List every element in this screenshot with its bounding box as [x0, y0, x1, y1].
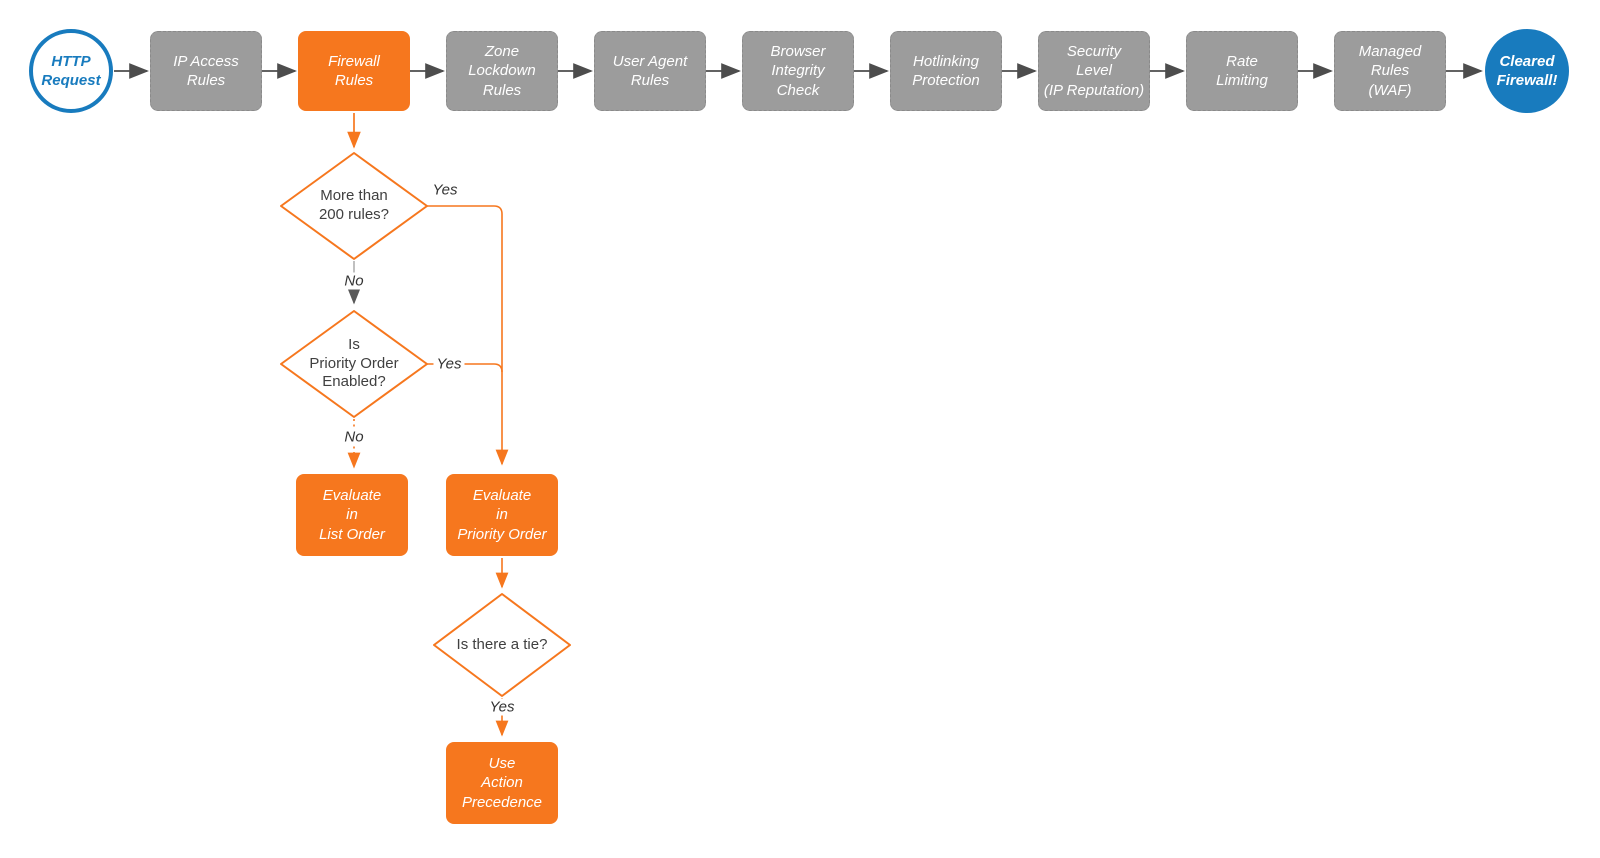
diamond-more-than-200-rules [280, 152, 428, 260]
diamond-priority-order-enabled [280, 310, 428, 418]
arrow-decision2-yes-join [427, 363, 503, 373]
end-node-cleared-firewall: Cleared Firewall! [1485, 29, 1569, 113]
start-node-http-request: HTTP Request [29, 29, 113, 113]
edge-label-yes-tie-decision: Yes [486, 698, 518, 716]
stage-security-level-ip-reputation: Security Level (IP Reputation) [1038, 31, 1150, 111]
edge-label-no-decision1: No [341, 272, 367, 290]
decision-is-there-a-tie-text: Is there a tie? [456, 635, 548, 653]
stage-managed-rules-waf: Managed Rules (WAF) [1334, 31, 1446, 111]
diamond-is-there-a-tie [433, 593, 571, 697]
arrow-decision1-yes-to-priority-order [427, 205, 509, 466]
stage-hotlinking-protection: Hotlinking Protection [890, 31, 1002, 111]
edge-label-yes-decision1: Yes [429, 181, 461, 199]
stage-user-agent-rules: User Agent Rules [594, 31, 706, 111]
stage-ip-access-rules: IP Access Rules [150, 31, 262, 111]
stage-zone-lockdown-rules: Zone Lockdown Rules [446, 31, 558, 111]
action-evaluate-in-list-order: Evaluate in List Order [296, 474, 408, 556]
stage-rate-limiting: Rate Limiting [1186, 31, 1298, 111]
decision-more-than-200-rules-text: More than 200 rules? [318, 187, 390, 223]
stage-browser-integrity-check: Browser Integrity Check [742, 31, 854, 111]
decision-priority-order-enabled-text: Is Priority Order Enabled? [309, 335, 399, 391]
stage-firewall-rules: Firewall Rules [298, 31, 410, 111]
action-use-action-precedence: Use Action Precedence [446, 742, 558, 824]
action-evaluate-in-priority-order: Evaluate in Priority Order [446, 474, 558, 556]
edge-label-no-decision2: No [341, 428, 367, 446]
edge-label-yes-decision2: Yes [433, 355, 465, 373]
